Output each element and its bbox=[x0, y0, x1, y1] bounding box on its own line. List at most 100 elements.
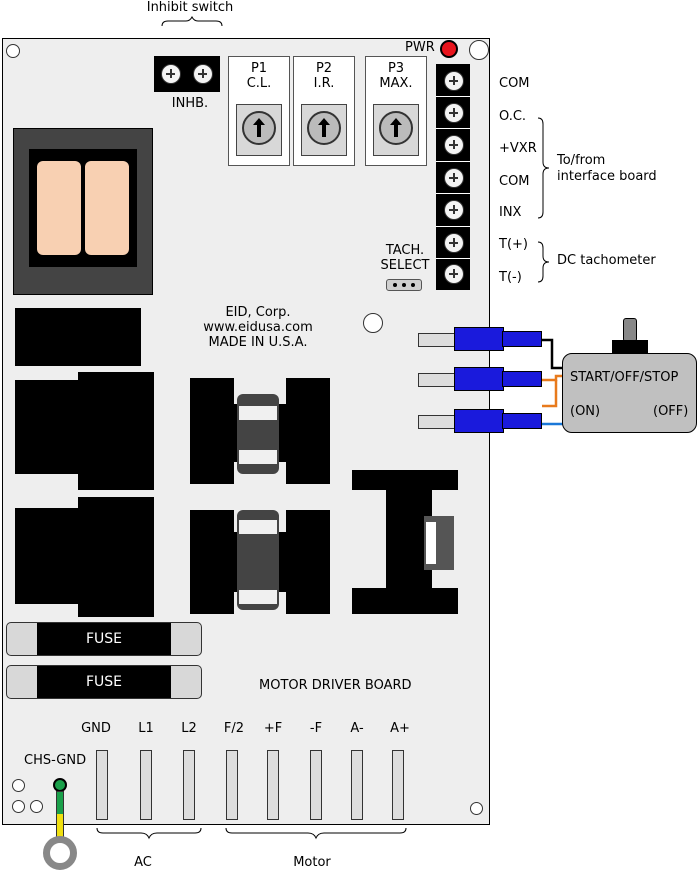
interface-group-label: To/from interface board bbox=[557, 153, 657, 185]
terminal-aminus-label: A- bbox=[350, 721, 364, 736]
toggle-lever-icon[interactable] bbox=[623, 318, 637, 342]
terminal-aplus-label: A+ bbox=[390, 721, 410, 736]
spade-terminal-aminus[interactable] bbox=[351, 750, 363, 820]
spade-terminal-fminus[interactable] bbox=[310, 750, 322, 820]
tach-select-jumper[interactable] bbox=[386, 279, 422, 291]
spade-connector-2[interactable] bbox=[454, 367, 504, 391]
interface-line-1: To/from bbox=[557, 153, 606, 168]
terminal-label: COM bbox=[499, 76, 530, 91]
ground-point-icon bbox=[53, 778, 67, 792]
rectifier bbox=[78, 497, 154, 617]
fuse-1-label: FUSE bbox=[37, 623, 171, 655]
terminal-screw-icon[interactable] bbox=[444, 135, 464, 155]
mounting-hole bbox=[469, 40, 489, 60]
tach-group-label: DC tachometer bbox=[557, 253, 656, 268]
inhibit-brace bbox=[161, 16, 223, 27]
interface-line-2: interface board bbox=[557, 169, 657, 184]
rectifier bbox=[15, 508, 78, 604]
pot-p3-name: MAX. bbox=[379, 76, 413, 91]
rectifier bbox=[78, 372, 154, 490]
pot-p2-id: P2 bbox=[315, 61, 333, 76]
pot-p1-id: P1 bbox=[250, 61, 268, 76]
ground-wire bbox=[56, 791, 64, 839]
switch-wiring bbox=[542, 338, 566, 426]
tach-select-label: TACH. SELECT bbox=[381, 243, 430, 273]
pot-p2-name: I.R. bbox=[313, 76, 335, 91]
pot-p1-name: C.L. bbox=[246, 76, 272, 91]
fuse-1[interactable]: FUSE bbox=[6, 622, 202, 656]
rectifier bbox=[15, 380, 78, 474]
terminal-l2-label: L2 bbox=[181, 721, 197, 736]
terminal-label: O.C. bbox=[499, 109, 527, 124]
chs-gnd-label: CHS-GND bbox=[24, 753, 87, 768]
company-website: www.eidusa.com bbox=[203, 320, 313, 335]
terminal-screw-icon[interactable] bbox=[444, 264, 464, 284]
spade-terminal-fplus[interactable] bbox=[267, 750, 279, 820]
spade-connector-3[interactable] bbox=[454, 409, 504, 433]
start-off-stop-switch[interactable]: START/OFF/STOP (ON) (OFF) bbox=[562, 353, 697, 433]
mounting-hole bbox=[470, 802, 483, 815]
pot-p3-id: P3 bbox=[387, 61, 405, 76]
terminal-label: T(-) bbox=[499, 270, 522, 285]
terminal-screw-icon[interactable] bbox=[444, 200, 464, 220]
company-label: EID, Corp. www.eidusa.com MADE IN U.S.A. bbox=[203, 305, 313, 350]
terminal-screw-icon[interactable] bbox=[444, 103, 464, 123]
spade-connector-1[interactable] bbox=[454, 327, 504, 351]
connector-pin bbox=[418, 333, 456, 347]
ring-terminal-icon[interactable] bbox=[43, 836, 77, 870]
board-title: MOTOR DRIVER BOARD bbox=[259, 678, 412, 693]
pwr-label: PWR bbox=[405, 40, 435, 55]
capacitor bbox=[15, 308, 141, 366]
interface-brace bbox=[537, 117, 550, 219]
inhibit-switch-label: Inhibit switch bbox=[146, 0, 234, 15]
terminal-label: T(+) bbox=[499, 237, 528, 252]
connector-tail bbox=[502, 413, 542, 429]
mounting-hole bbox=[12, 800, 25, 813]
terminal-l1-label: L1 bbox=[138, 721, 154, 736]
transformer bbox=[13, 128, 153, 295]
mounting-hole bbox=[363, 313, 383, 333]
spade-terminal-aplus[interactable] bbox=[392, 750, 404, 820]
spade-terminal-l1[interactable] bbox=[140, 750, 152, 820]
pot-knob-icon[interactable] bbox=[242, 111, 276, 145]
fuse-2[interactable]: FUSE bbox=[6, 665, 202, 699]
pwr-led-icon bbox=[440, 40, 458, 58]
mounting-hole bbox=[30, 800, 43, 813]
tach-select-line-1: TACH. bbox=[385, 243, 425, 258]
mounting-hole bbox=[6, 44, 20, 58]
connector-pin bbox=[418, 415, 456, 429]
terminal-screw-icon[interactable] bbox=[444, 168, 464, 188]
heatsink-upper bbox=[190, 378, 330, 484]
ac-brace bbox=[96, 827, 202, 840]
heatsink-lower bbox=[190, 510, 330, 614]
toggle-bushing bbox=[612, 340, 648, 354]
spade-terminal-gnd[interactable] bbox=[96, 750, 108, 820]
inhibit-switch-connector[interactable] bbox=[154, 56, 220, 92]
ac-group-label: AC bbox=[134, 855, 152, 870]
terminal-screw-icon[interactable] bbox=[444, 233, 464, 253]
switch-label: START/OFF/STOP bbox=[570, 370, 679, 385]
pot-knob-icon[interactable] bbox=[307, 111, 341, 145]
spade-terminal-f2[interactable] bbox=[226, 750, 238, 820]
tach-select-line-2: SELECT bbox=[380, 258, 430, 273]
terminal-label: INX bbox=[499, 205, 522, 220]
terminal-label: COM bbox=[499, 174, 530, 189]
connector-tail bbox=[502, 331, 542, 347]
terminal-gnd-label: GND bbox=[81, 721, 111, 736]
screw-icon bbox=[193, 64, 213, 84]
terminal-block bbox=[436, 64, 470, 290]
motor-brace bbox=[225, 827, 407, 840]
connector-pin bbox=[418, 373, 456, 387]
screw-icon bbox=[161, 64, 181, 84]
heatsink-right bbox=[352, 470, 458, 614]
pot-knob-icon[interactable] bbox=[379, 111, 413, 145]
terminal-screw-icon[interactable] bbox=[444, 71, 464, 91]
terminal-label: +VXR bbox=[499, 141, 537, 156]
fuse-2-label: FUSE bbox=[37, 666, 171, 698]
motor-group-label: Motor bbox=[293, 855, 331, 870]
mounting-hole bbox=[12, 779, 25, 792]
spade-terminal-l2[interactable] bbox=[183, 750, 195, 820]
